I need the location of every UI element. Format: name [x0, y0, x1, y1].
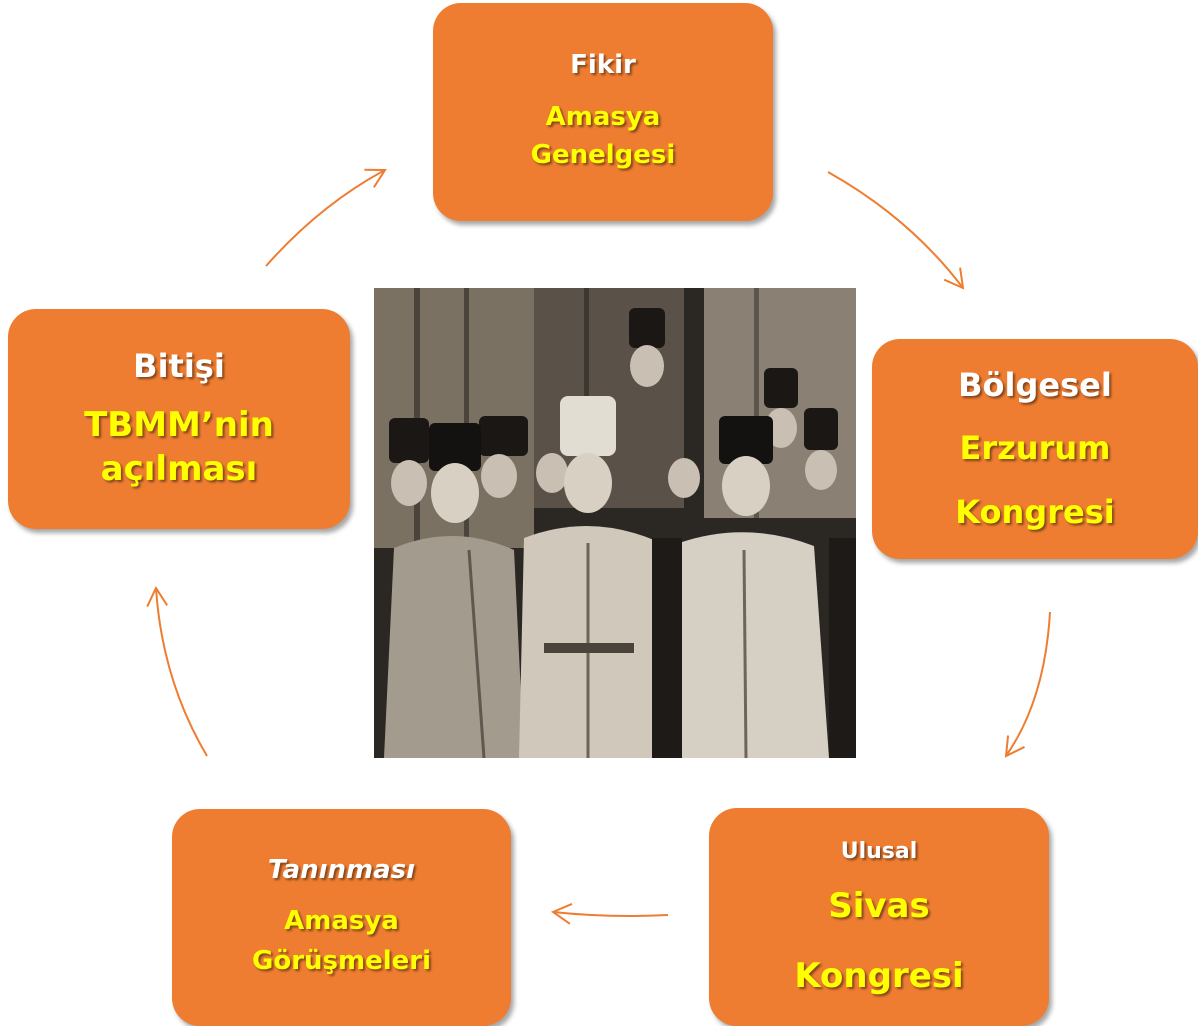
node-line: Amasya: [545, 102, 661, 132]
node-line: Görüşmeleri: [251, 945, 432, 976]
node-line: Genelgesi: [530, 140, 676, 170]
node-heading: Ulusal: [840, 838, 918, 864]
arrow-right-to-bottom-right: [1004, 611, 1051, 758]
node-line: açılması: [100, 449, 258, 489]
node-heading: Bölgesel: [958, 366, 1112, 404]
node-line: Erzurum: [959, 429, 1111, 467]
photo-illustration: [374, 288, 856, 758]
node-heading: Fikir: [570, 50, 636, 80]
node-line: Kongresi: [794, 955, 964, 996]
node-heading: Tanınması: [267, 854, 416, 885]
node-bolgesel: Bölgesel Erzurum Kongresi: [872, 339, 1198, 559]
node-bitisi: Bitişi TBMM’nin açılması: [8, 309, 350, 529]
node-heading: Bitişi: [133, 347, 225, 385]
arrow-left-to-top: [265, 168, 387, 267]
node-line: Kongresi: [955, 493, 1115, 531]
node-fikir: Fikir Amasya Genelgesi: [433, 3, 773, 221]
node-taninmasi: Tanınması Amasya Görüşmeleri: [172, 809, 511, 1026]
node-line: TBMM’nin: [84, 405, 274, 445]
node-ulusal: Ulusal Sivas Kongresi: [709, 808, 1049, 1026]
node-line: Amasya: [284, 905, 399, 936]
node-line: Sivas: [828, 885, 930, 926]
arrow-bottom-left-to-left: [146, 585, 208, 757]
arrow-top-to-right: [827, 171, 965, 290]
historical-group-photo: [374, 288, 856, 758]
arrow-bottom-right-to-bottom-left: [550, 903, 669, 925]
